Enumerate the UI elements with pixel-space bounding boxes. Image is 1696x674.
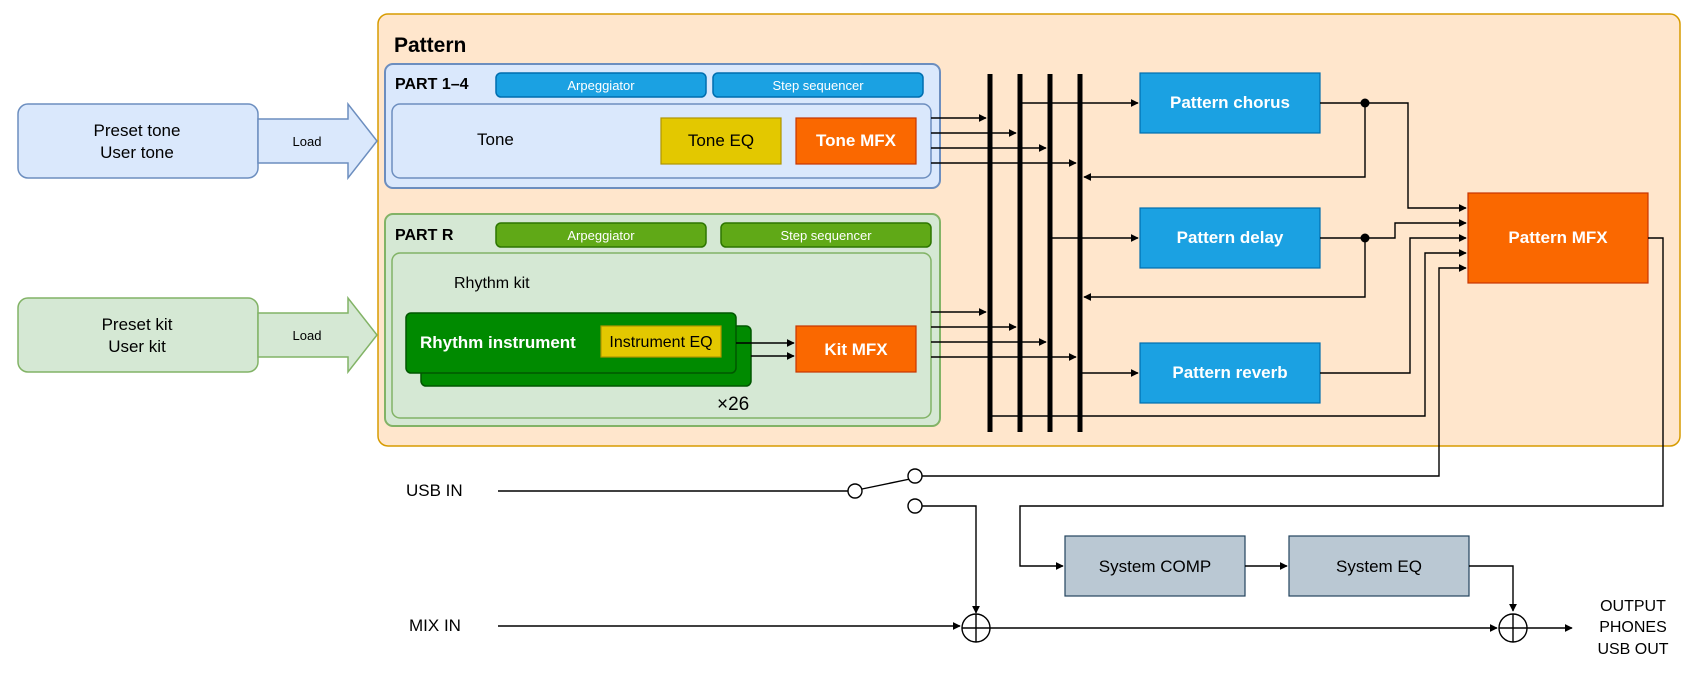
tone-load-label: Load: [293, 134, 322, 149]
tone-load-arrow[interactable]: [257, 101, 378, 181]
system-comp-block[interactable]: [1064, 535, 1246, 597]
tone-mfx-block[interactable]: [795, 117, 917, 165]
switch-to-pattern-mfx: [922, 264, 1467, 477]
kit-load-label: Load: [293, 328, 322, 343]
tone-mfx-label: Tone MFX: [816, 131, 897, 150]
tone-eq-block[interactable]: [660, 117, 782, 165]
pattern-delay-block[interactable]: [1139, 207, 1321, 269]
pattern-mfx-label: Pattern MFX: [1508, 228, 1608, 247]
kit-load-arrow[interactable]: [257, 295, 378, 375]
part-1-4-arpeggiator-label: Arpeggiator: [567, 78, 635, 93]
preset-tone-line2: User tone: [100, 143, 174, 162]
part-1-4-arpeggiator-button[interactable]: [495, 72, 707, 98]
delay-to-mfx: [1365, 219, 1467, 239]
system-eq-label: System EQ: [1336, 557, 1422, 576]
switch-contact-to-mfx: [907, 468, 923, 484]
usb-in-label: USB IN: [406, 481, 463, 500]
switch-common-contact: [847, 483, 863, 499]
instrument-eq-label: Instrument EQ: [609, 334, 712, 351]
pattern-mfx-block[interactable]: [1467, 192, 1649, 284]
part-1-4-title: PART 1–4: [395, 76, 469, 93]
part-1-4-step-sequencer-label: Step sequencer: [772, 78, 864, 93]
pattern-chorus-label: Pattern chorus: [1170, 93, 1290, 112]
dry-bus-to-mfx: [990, 249, 1467, 417]
preset-kit-line1: Preset kit: [102, 315, 173, 334]
part-r-step-sequencer-label: Step sequencer: [780, 228, 872, 243]
tone-eq-label: Tone EQ: [688, 131, 754, 150]
mix-in-label: MIX IN: [409, 616, 461, 635]
part-r-arpeggiator-button[interactable]: [495, 222, 707, 248]
switch-lever[interactable]: [861, 478, 911, 490]
pattern-reverb-block[interactable]: [1139, 342, 1321, 404]
mfx-to-system-comp: [1019, 237, 1664, 570]
chorus-to-mfx: [1365, 102, 1467, 212]
reverb-to-mfx: [1320, 234, 1467, 374]
output-sum-node: [1498, 613, 1528, 643]
part-r-arpeggiator-label: Arpeggiator: [567, 228, 635, 243]
output-label-line3: USB OUT: [1597, 641, 1668, 658]
kit-mfx-block[interactable]: [795, 325, 917, 373]
switch-to-mix-sum: [922, 505, 980, 614]
eq-to-output-sum: [1469, 565, 1517, 612]
preset-kit-source[interactable]: [17, 297, 259, 373]
switch-contact-to-mix: [907, 498, 923, 514]
rhythm-instrument-count: ×26: [717, 394, 749, 415]
part-r-title: PART R: [395, 227, 454, 244]
rhythm-kit-label: Rhythm kit: [454, 275, 530, 292]
system-comp-label: System COMP: [1099, 557, 1211, 576]
part-r-step-sequencer-button[interactable]: [720, 222, 932, 248]
delay-feedback: [1083, 238, 1366, 301]
pattern-chorus-block[interactable]: [1139, 72, 1321, 134]
chorus-feedback: [1083, 103, 1366, 181]
pattern-delay-label: Pattern delay: [1177, 228, 1284, 247]
tone-label: Tone: [477, 130, 514, 149]
preset-tone-line1: Preset tone: [94, 121, 181, 140]
rhythm-instrument-label: Rhythm instrument: [420, 333, 576, 352]
part-1-4-step-sequencer-button[interactable]: [712, 72, 924, 98]
kit-mfx-label: Kit MFX: [824, 340, 888, 359]
output-label-line1: OUTPUT: [1600, 598, 1666, 615]
pattern-reverb-label: Pattern reverb: [1172, 363, 1287, 382]
instrument-eq-block[interactable]: [600, 325, 722, 358]
pattern-title: Pattern: [394, 34, 466, 57]
preset-kit-line2: User kit: [108, 337, 166, 356]
mix-sum-node: [961, 613, 991, 643]
output-label-line2: PHONES: [1599, 619, 1667, 636]
system-eq-block[interactable]: [1288, 535, 1470, 597]
preset-tone-source[interactable]: [17, 103, 259, 179]
